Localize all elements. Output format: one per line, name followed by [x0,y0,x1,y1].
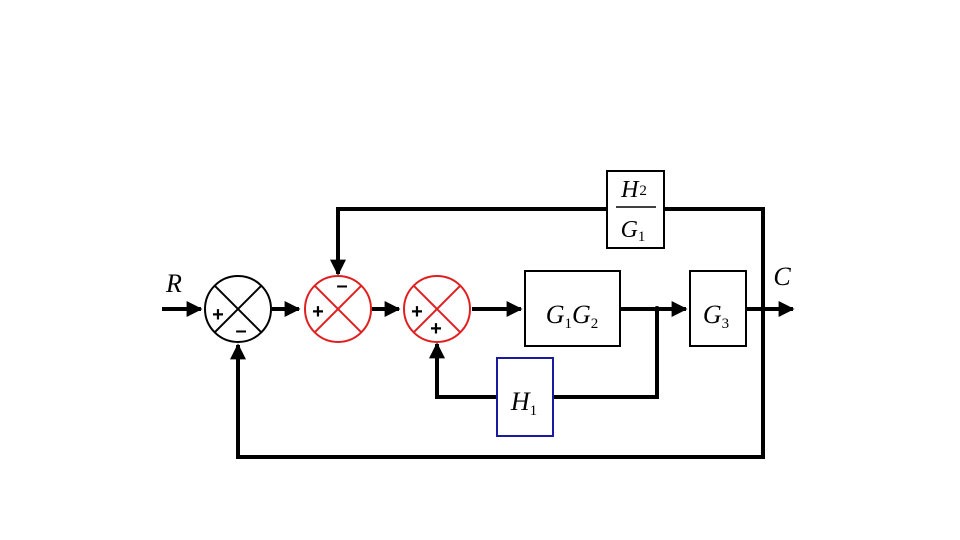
summing-junction-2: + – [304,275,372,343]
summing-junction-3: + + [403,275,471,343]
sum-2-left-sign: + [312,301,324,323]
block-g1g2-label: G1G2 [546,300,599,332]
sum-2-top-sign: – [336,275,347,297]
block-h2-over-g1: H2 G1 [606,170,665,249]
summing-junction-1: + – [204,275,272,343]
takeoff-node-inner [654,306,660,312]
wire-unity-feedback [230,309,765,459]
sum-1-bottom-sign: – [235,320,246,342]
sum-3-cross-b [412,284,462,334]
takeoff-node-output [760,306,766,312]
block-h2g1-box [606,170,665,249]
wire-h1-takeoff [553,309,659,399]
block-h1-label: H1 [510,387,537,419]
block-h1: H1 [496,357,554,437]
block-g3-box [689,270,747,347]
signal-label-r: R [165,269,182,298]
block-g1g2-box [524,270,621,347]
sum-3-bottom-sign: + [430,318,442,340]
sum-1-cross-b [213,284,263,334]
block-h1-box [496,357,554,437]
block-h2g1-numerator: H2 [620,177,647,203]
signal-label-c: C [773,262,791,291]
block-g3: G3 [689,270,747,347]
block-g1g2: G1G2 [524,270,621,347]
sum-2-cross-b [313,284,363,334]
wire-h1-return [429,342,497,399]
wire-h2g1-takeoff [665,207,765,309]
wire-h2g1-return [330,207,607,276]
sum-3-left-sign: + [411,301,423,323]
sum-1-left-sign: + [212,304,224,326]
block-g3-label: G3 [703,300,729,332]
block-h2g1-denominator: G1 [621,217,646,245]
